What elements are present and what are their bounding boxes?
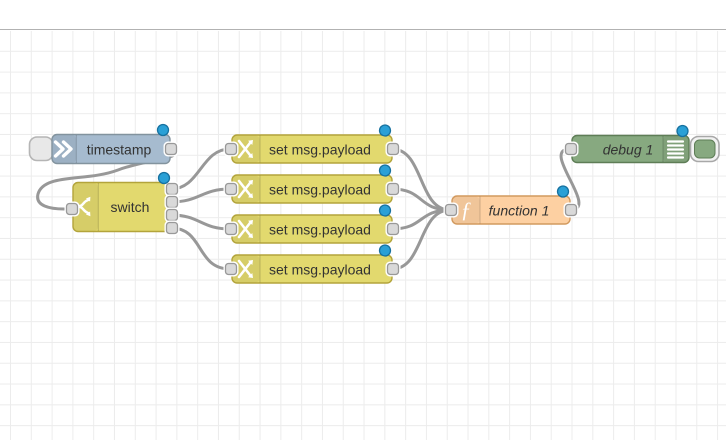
port-output[interactable]	[384, 140, 402, 158]
node-change-1[interactable]: set msg.payload	[222, 124, 402, 164]
status-changed-dot	[676, 124, 689, 138]
node-debug-1[interactable]: debug 1	[562, 124, 720, 164]
status-changed-dot	[378, 164, 392, 177]
port-input[interactable]	[562, 140, 580, 158]
wire-switch3-to-change3[interactable]	[169, 213, 232, 231]
status-changed-dot	[378, 204, 392, 217]
port-output[interactable]	[562, 201, 580, 219]
node-label: timestamp	[87, 142, 152, 158]
inject-button[interactable]	[28, 136, 54, 162]
port-output-2[interactable]	[163, 193, 181, 211]
port-output-4[interactable]	[163, 219, 181, 237]
node-switch[interactable]: switch	[63, 171, 181, 237]
wire-switch1-to-change1[interactable]	[169, 147, 232, 191]
status-changed-dot	[556, 185, 570, 198]
node-change-3[interactable]: set msg.payload	[222, 204, 402, 244]
port-output[interactable]	[162, 140, 180, 158]
node-label: switch	[111, 199, 150, 215]
status-changed-dot	[378, 124, 392, 137]
port-output[interactable]	[384, 220, 402, 238]
port-input[interactable]	[222, 180, 240, 198]
function-icon: ƒ	[461, 197, 472, 222]
node-label: function 1	[489, 203, 550, 219]
node-label: set msg.payload	[269, 142, 371, 158]
port-input[interactable]	[222, 260, 240, 278]
port-input[interactable]	[222, 220, 240, 238]
wire-switch4-to-change4[interactable]	[169, 226, 232, 271]
port-output[interactable]	[384, 260, 402, 278]
header-strip	[0, 0, 726, 30]
debug-toggle-button[interactable]	[689, 135, 720, 163]
node-change-4[interactable]: set msg.payload	[222, 244, 402, 284]
flow-canvas[interactable]	[0, 31, 726, 440]
wire-change1-to-function[interactable]	[390, 147, 452, 212]
console-lines-icon	[666, 140, 685, 159]
port-input[interactable]	[442, 201, 460, 219]
port-output[interactable]	[384, 180, 402, 198]
wire-switch2-to-change2[interactable]	[169, 187, 232, 204]
node-change-2[interactable]: set msg.payload	[222, 164, 402, 204]
inject-arrow-icon	[53, 140, 73, 158]
node-inject-timestamp[interactable]: timestamp	[28, 123, 180, 165]
node-label: debug 1	[603, 142, 654, 158]
port-output-3[interactable]	[163, 206, 181, 224]
node-label: set msg.payload	[269, 182, 371, 198]
node-label: set msg.payload	[269, 262, 371, 278]
status-changed-dot	[156, 123, 170, 137]
node-label: set msg.payload	[269, 222, 371, 238]
port-input[interactable]	[222, 140, 240, 158]
port-output-1[interactable]	[163, 180, 181, 198]
status-changed-dot	[378, 244, 392, 257]
status-changed-dot	[157, 171, 171, 185]
node-function-1[interactable]: ƒ function 1	[442, 185, 580, 225]
wire-change4-to-function[interactable]	[390, 208, 452, 271]
port-input[interactable]	[63, 200, 81, 218]
